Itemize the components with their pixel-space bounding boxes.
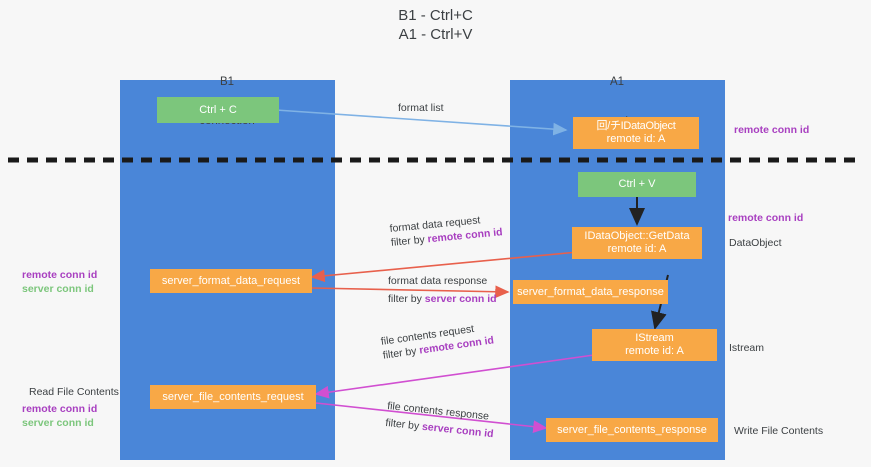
- box-server-file-contents-request[interactable]: server_file_contents_request: [150, 385, 316, 409]
- box-server-format-data-request-line-0: server_format_data_request: [161, 274, 301, 287]
- arrow-format-data-request: [310, 251, 579, 283]
- left-label-group-1: remote conn id server conn id: [22, 268, 97, 296]
- left-label-group-2: remote conn id server conn id: [22, 402, 97, 430]
- diagram-title: B1 - Ctrl+C A1 - Ctrl+V: [398, 7, 473, 43]
- edge-label-file-contents-response-prefix: filter by: [384, 416, 423, 433]
- edge-label-format-list-text: format list: [398, 102, 444, 114]
- box-server-file-contents-request-line-0: server_file_contents_request: [162, 390, 304, 403]
- box-idataobject-remote[interactable]: 回/チIDataObject remote id: A: [573, 117, 699, 149]
- box-server-format-data-response[interactable]: server_format_data_response: [513, 280, 668, 304]
- right-label-write-file-contents-text: Write File Contents: [734, 425, 824, 437]
- right-label-remote-conn-id-1-text: remote conn id: [734, 124, 810, 136]
- edge-label-format-data-request-prefix: filter by: [390, 233, 429, 249]
- right-label-istream: Istream: [729, 341, 764, 355]
- box-ctrl-v[interactable]: Ctrl + V: [578, 172, 696, 197]
- edge-label-format-data-response-prefix: filter by: [388, 293, 425, 305]
- box-istream-line-1: remote id: A: [625, 345, 684, 357]
- box-idataobject-remote-line-0: 回/チIDataObject: [596, 120, 676, 132]
- arrow-format-list: [275, 109, 568, 136]
- box-ctrl-c[interactable]: Ctrl + C: [157, 97, 279, 123]
- box-ctrl-v-line-0: Ctrl + V: [618, 178, 656, 190]
- right-label-istream-text: Istream: [729, 342, 765, 354]
- box-idataobject-remote-line-1: remote id: A: [606, 133, 666, 145]
- box-server-file-contents-response-line-0: server_file_contents_response: [557, 423, 707, 436]
- edge-label-format-data-response-line2: filter by server conn id: [388, 292, 497, 306]
- left-label-read-file-contents: Read File Contents: [29, 385, 119, 399]
- column-header-b1-name: B1: [219, 76, 235, 88]
- arrow-file-contents-response: [315, 402, 548, 433]
- left-label-group-2-line-1: server conn id: [22, 417, 94, 429]
- box-istream-line-0: IStream: [635, 332, 674, 344]
- right-label-dataobject-text: DataObject: [729, 237, 782, 249]
- box-getdata-line-0: IDataObject::GetData: [584, 230, 690, 242]
- edge-label-format-list: format list: [398, 101, 444, 115]
- arrow-format-data-response: [311, 285, 510, 299]
- column-header-a1-name: A1: [609, 76, 625, 88]
- right-label-remote-conn-id-2: remote conn id: [728, 211, 803, 225]
- box-server-format-data-request[interactable]: server_format_data_request: [150, 269, 312, 293]
- edge-label-format-data-response-accent: server conn id: [424, 293, 497, 305]
- edge-label-format-data-response: format data response filter by server co…: [388, 274, 497, 306]
- right-label-remote-conn-id-1: remote conn id: [734, 123, 809, 137]
- box-server-file-contents-response[interactable]: server_file_contents_response: [546, 418, 718, 442]
- box-ctrl-c-line-0: Ctrl + C: [199, 103, 237, 116]
- right-label-write-file-contents: Write File Contents: [734, 424, 823, 438]
- left-label-group-1-line-0: remote conn id: [22, 269, 98, 281]
- left-label-group-1-line-1: server conn id: [22, 283, 94, 295]
- right-label-dataobject: DataObject: [729, 236, 782, 250]
- box-istream[interactable]: IStream remote id: A: [592, 329, 717, 361]
- right-label-remote-conn-id-2-text: remote conn id: [728, 212, 804, 224]
- box-getdata-line-1: remote id: A: [607, 243, 667, 255]
- box-server-format-data-response-line-0: server_format_data_response: [517, 285, 664, 298]
- arrow-file-contents-request: [314, 354, 595, 399]
- left-label-group-2-line-0: remote conn id: [22, 403, 98, 415]
- box-getdata[interactable]: IDataObject::GetData remote id: A: [572, 227, 702, 259]
- left-label-read-file-contents-text: Read File Contents: [29, 386, 119, 398]
- edge-label-format-data-response-line1: format data response: [388, 275, 488, 287]
